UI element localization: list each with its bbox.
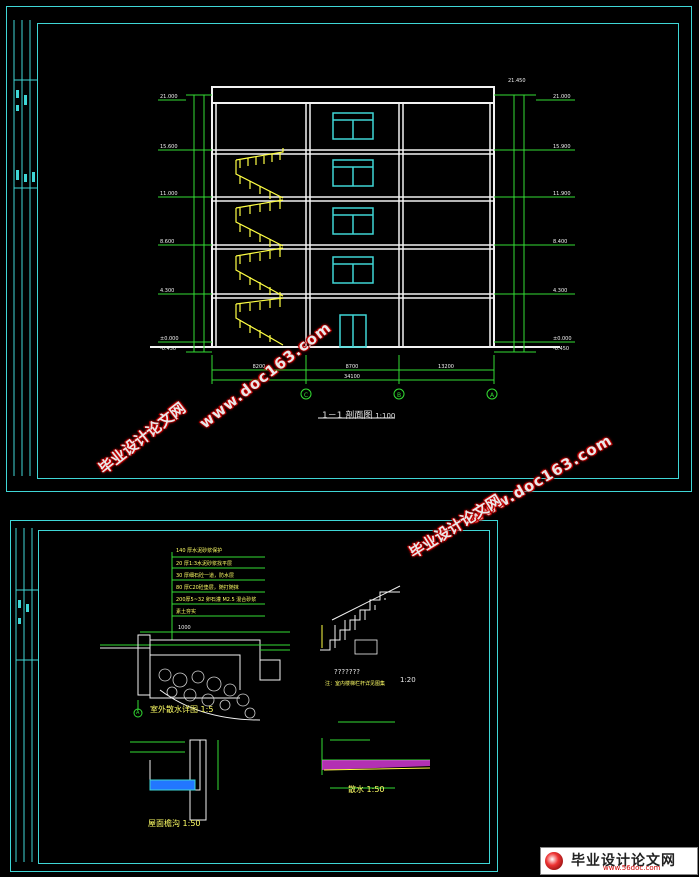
- dimension-lines-right: [494, 94, 536, 353]
- bottom-dim-texts: 8200 8700 13200 34100: [253, 364, 454, 380]
- floor-slabs: [212, 103, 494, 347]
- elevation-labels-right: 21.000 15.900 11.900 8.400 4.300 ±0.000 …: [508, 78, 572, 352]
- elevation-label: 11.900: [553, 191, 571, 197]
- dimension-lines-left: [186, 94, 212, 353]
- logo-url: www.56doc.com: [603, 864, 661, 872]
- axis-bubbles: [300, 388, 498, 400]
- apron-title: 散水 1:50: [348, 785, 385, 794]
- legend-item: 20 厚1:3水泥砂浆找平层: [176, 561, 232, 567]
- elevation-label: ±0.000: [553, 336, 572, 342]
- title-block-strip-top: [13, 20, 37, 476]
- axis-label-c: C: [304, 392, 308, 399]
- outdoor-detail-title: 室外散水详图 1:5: [150, 705, 214, 714]
- title-block-strip-bottom: [15, 528, 38, 862]
- stair-railing-detail: [320, 585, 401, 651]
- bottom-drawing-frame: [38, 530, 490, 864]
- elevation-label: 21.000: [553, 94, 571, 100]
- drain-section: [259, 659, 281, 681]
- stair-detail-title: ???????: [334, 668, 361, 676]
- wall-section: [137, 634, 151, 696]
- dim-text: 13200: [438, 364, 454, 370]
- elevation-label: ±0.000: [160, 336, 179, 342]
- outdoor-detail-dims: [100, 631, 290, 718]
- elevation-label: 15.900: [553, 144, 571, 150]
- roof-gutter-title: 屋面檐沟 1:50: [148, 819, 201, 828]
- axis-label-a-bottom: A: [136, 710, 140, 716]
- top-drawing-sheet: [6, 6, 692, 492]
- legend-item: 140 厚水泥砂浆保护: [176, 548, 223, 554]
- legend-item: 30 厚细石砼一道，防水层: [176, 573, 234, 579]
- elevation-label: 15.600: [160, 144, 178, 150]
- logo-globe-icon: [545, 852, 563, 870]
- dim-1000: 1000: [178, 625, 191, 631]
- stair-detail-scale: 1:20: [400, 676, 416, 684]
- elevation-label: 4.300: [160, 288, 174, 294]
- staircase: [235, 148, 284, 346]
- site-logo[interactable]: 毕业设计论文网 www.56doc.com: [540, 847, 698, 875]
- title-block-marks-top: [16, 90, 35, 182]
- elevation-labels-left: 21.000 15.600 11.000 8.600 4.300 ±0.000 …: [160, 94, 179, 352]
- top-drawing-frame: [37, 23, 679, 479]
- roof-gutter-dims: [130, 740, 219, 790]
- gravel-fill: [158, 668, 256, 719]
- title-block-marks-bottom: [18, 600, 29, 624]
- dim-text: 34100: [344, 374, 360, 380]
- axis-label-a: A: [490, 392, 495, 399]
- dim-text: 8200: [253, 364, 266, 370]
- section-title: 1－1 剖面图 1:100: [322, 411, 396, 421]
- bottom-drawing-sheet: [10, 520, 498, 872]
- gutter-fill: [149, 779, 196, 791]
- elevation-label: 4.300: [553, 288, 567, 294]
- apron-lines: [323, 767, 431, 771]
- elevation-label: -0.450: [160, 346, 176, 352]
- legend-item: 200厚5~32 卵石灌 M2.5 混合砂浆: [176, 597, 257, 603]
- legend-item: 80 厚C20砼垫层，随打随抹: [176, 585, 239, 591]
- elevation-markers: [158, 99, 575, 343]
- axis-labels: C B A: [304, 392, 495, 399]
- stair-detail-note: 注：室内楼梯栏杆详见图集: [325, 681, 386, 687]
- windows: [332, 112, 374, 348]
- stair-note-box: [354, 639, 378, 655]
- elevation-label: 8.400: [553, 239, 567, 245]
- apron-fill: [322, 760, 430, 770]
- roof-elevation-label: 21.450: [508, 78, 526, 84]
- logo-text: 毕业设计论文网: [571, 853, 676, 869]
- dim-text: 8700: [346, 364, 359, 370]
- elevation-label: -0.450: [553, 346, 569, 352]
- legend-lines: [171, 552, 265, 640]
- legend-item: 素土夯实: [176, 609, 197, 615]
- axis-label-b: B: [397, 392, 401, 399]
- elevation-label: 21.000: [160, 94, 178, 100]
- dimension-lines-bottom: [211, 355, 495, 384]
- elevation-label: 11.000: [160, 191, 178, 197]
- elevation-label: 8.600: [160, 239, 174, 245]
